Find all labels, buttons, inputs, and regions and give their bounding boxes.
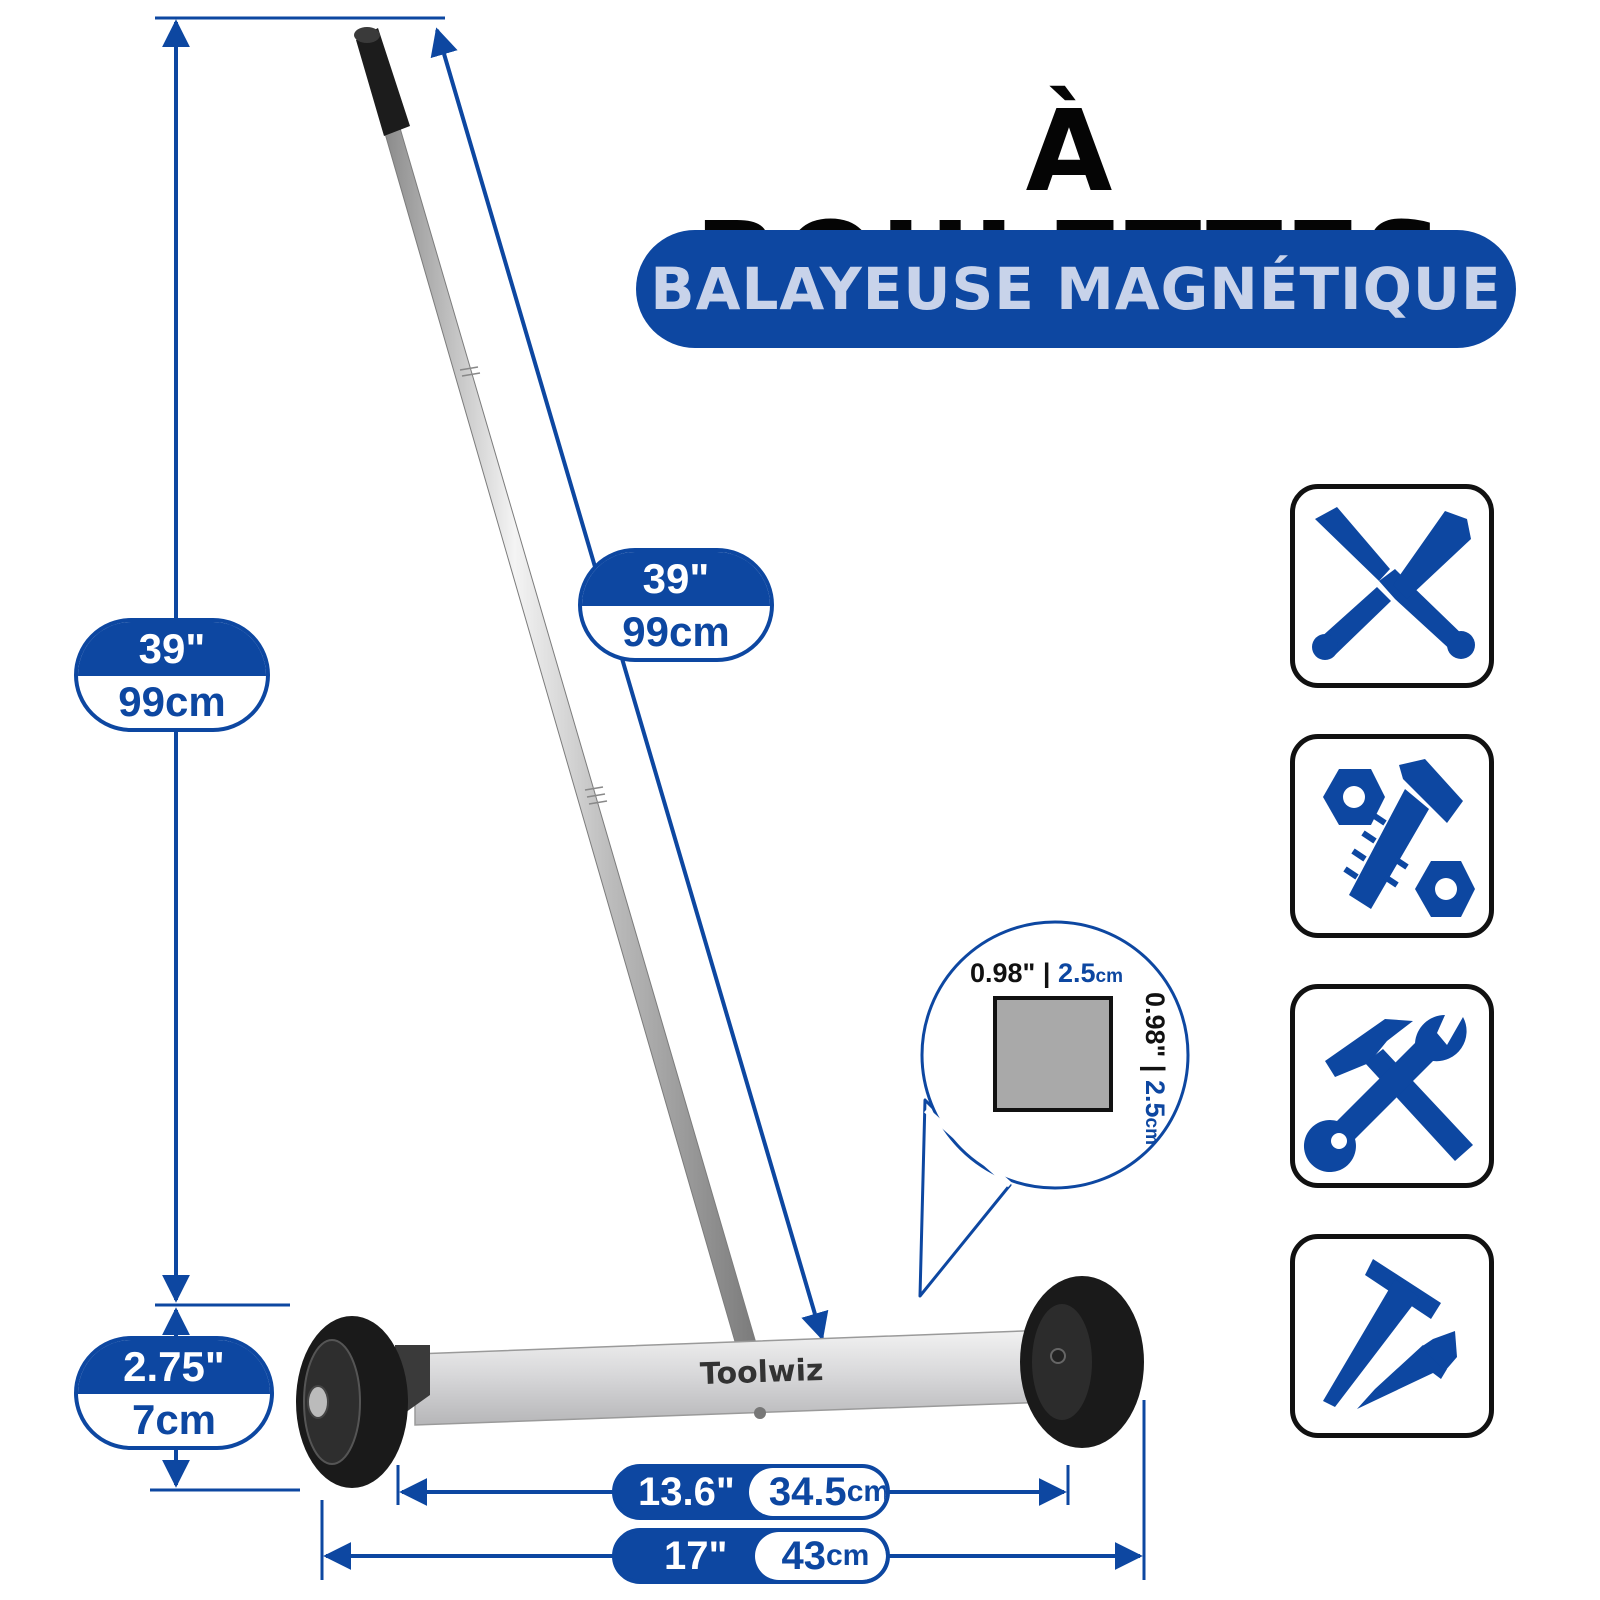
overall-width-in: 17" <box>664 1533 728 1578</box>
total-height-label: 39" 99cm <box>74 618 270 732</box>
magnet-section-side-in: 0.98" <box>1140 992 1170 1058</box>
wheel-height-in: 2.75" <box>78 1340 270 1394</box>
wheel-height-label: 2.75" 7cm <box>74 1336 274 1450</box>
magnet-section-top-label: 0.98" | 2.5cm <box>970 958 1123 989</box>
wheel-height-cm: 7cm <box>131 1396 217 1443</box>
subtitle-banner: BALAYEUSE MAGNÉTIQUE <box>636 230 1516 348</box>
left-wheel <box>296 1316 408 1488</box>
magnet-section-side-sep: | <box>1140 1064 1170 1073</box>
magnet-detail-callout <box>918 920 1190 1298</box>
overall-width-cm-value: 43 <box>781 1533 826 1578</box>
magnet-section-top-in: 0.98" <box>970 958 1036 988</box>
overall-width-cm-unit: cm <box>825 1539 870 1572</box>
magnet-width-cm-unit: cm <box>846 1475 890 1508</box>
total-height-cm: 99cm <box>118 678 226 725</box>
magnet-section-side-unit: cm <box>1141 1117 1162 1145</box>
magnet-section-top-unit: cm <box>1095 966 1123 987</box>
magnet-width-cm-value: 34.5 <box>768 1469 847 1514</box>
brand-logo: Toolwiz <box>699 1352 825 1393</box>
total-height-in: 39" <box>78 622 266 676</box>
magnet-cross-section <box>993 996 1113 1112</box>
handle-length-in: 39" <box>582 552 770 606</box>
nuts-bolt-icon <box>1290 734 1494 938</box>
screwdrivers-icon <box>1290 484 1494 688</box>
magnet-width-in: 13.6" <box>638 1469 735 1514</box>
hammer-wrench-icon <box>1290 984 1494 1188</box>
right-wheel <box>1020 1276 1144 1448</box>
magnet-section-top-sep: | <box>1042 958 1051 988</box>
handle-length-label: 39" 99cm <box>578 548 774 662</box>
handle-length-cm: 99cm <box>622 608 730 655</box>
nails-icon <box>1290 1234 1494 1438</box>
magnet-section-top-cm: 2.5 <box>1057 958 1096 988</box>
magnet-section-side-label: 0.98" | 2.5cm <box>1139 992 1170 1145</box>
subtitle-text: BALAYEUSE MAGNÉTIQUE <box>650 255 1502 323</box>
handle-length-dimension <box>430 27 829 1341</box>
magnet-section-side-cm: 2.5 <box>1140 1079 1170 1118</box>
